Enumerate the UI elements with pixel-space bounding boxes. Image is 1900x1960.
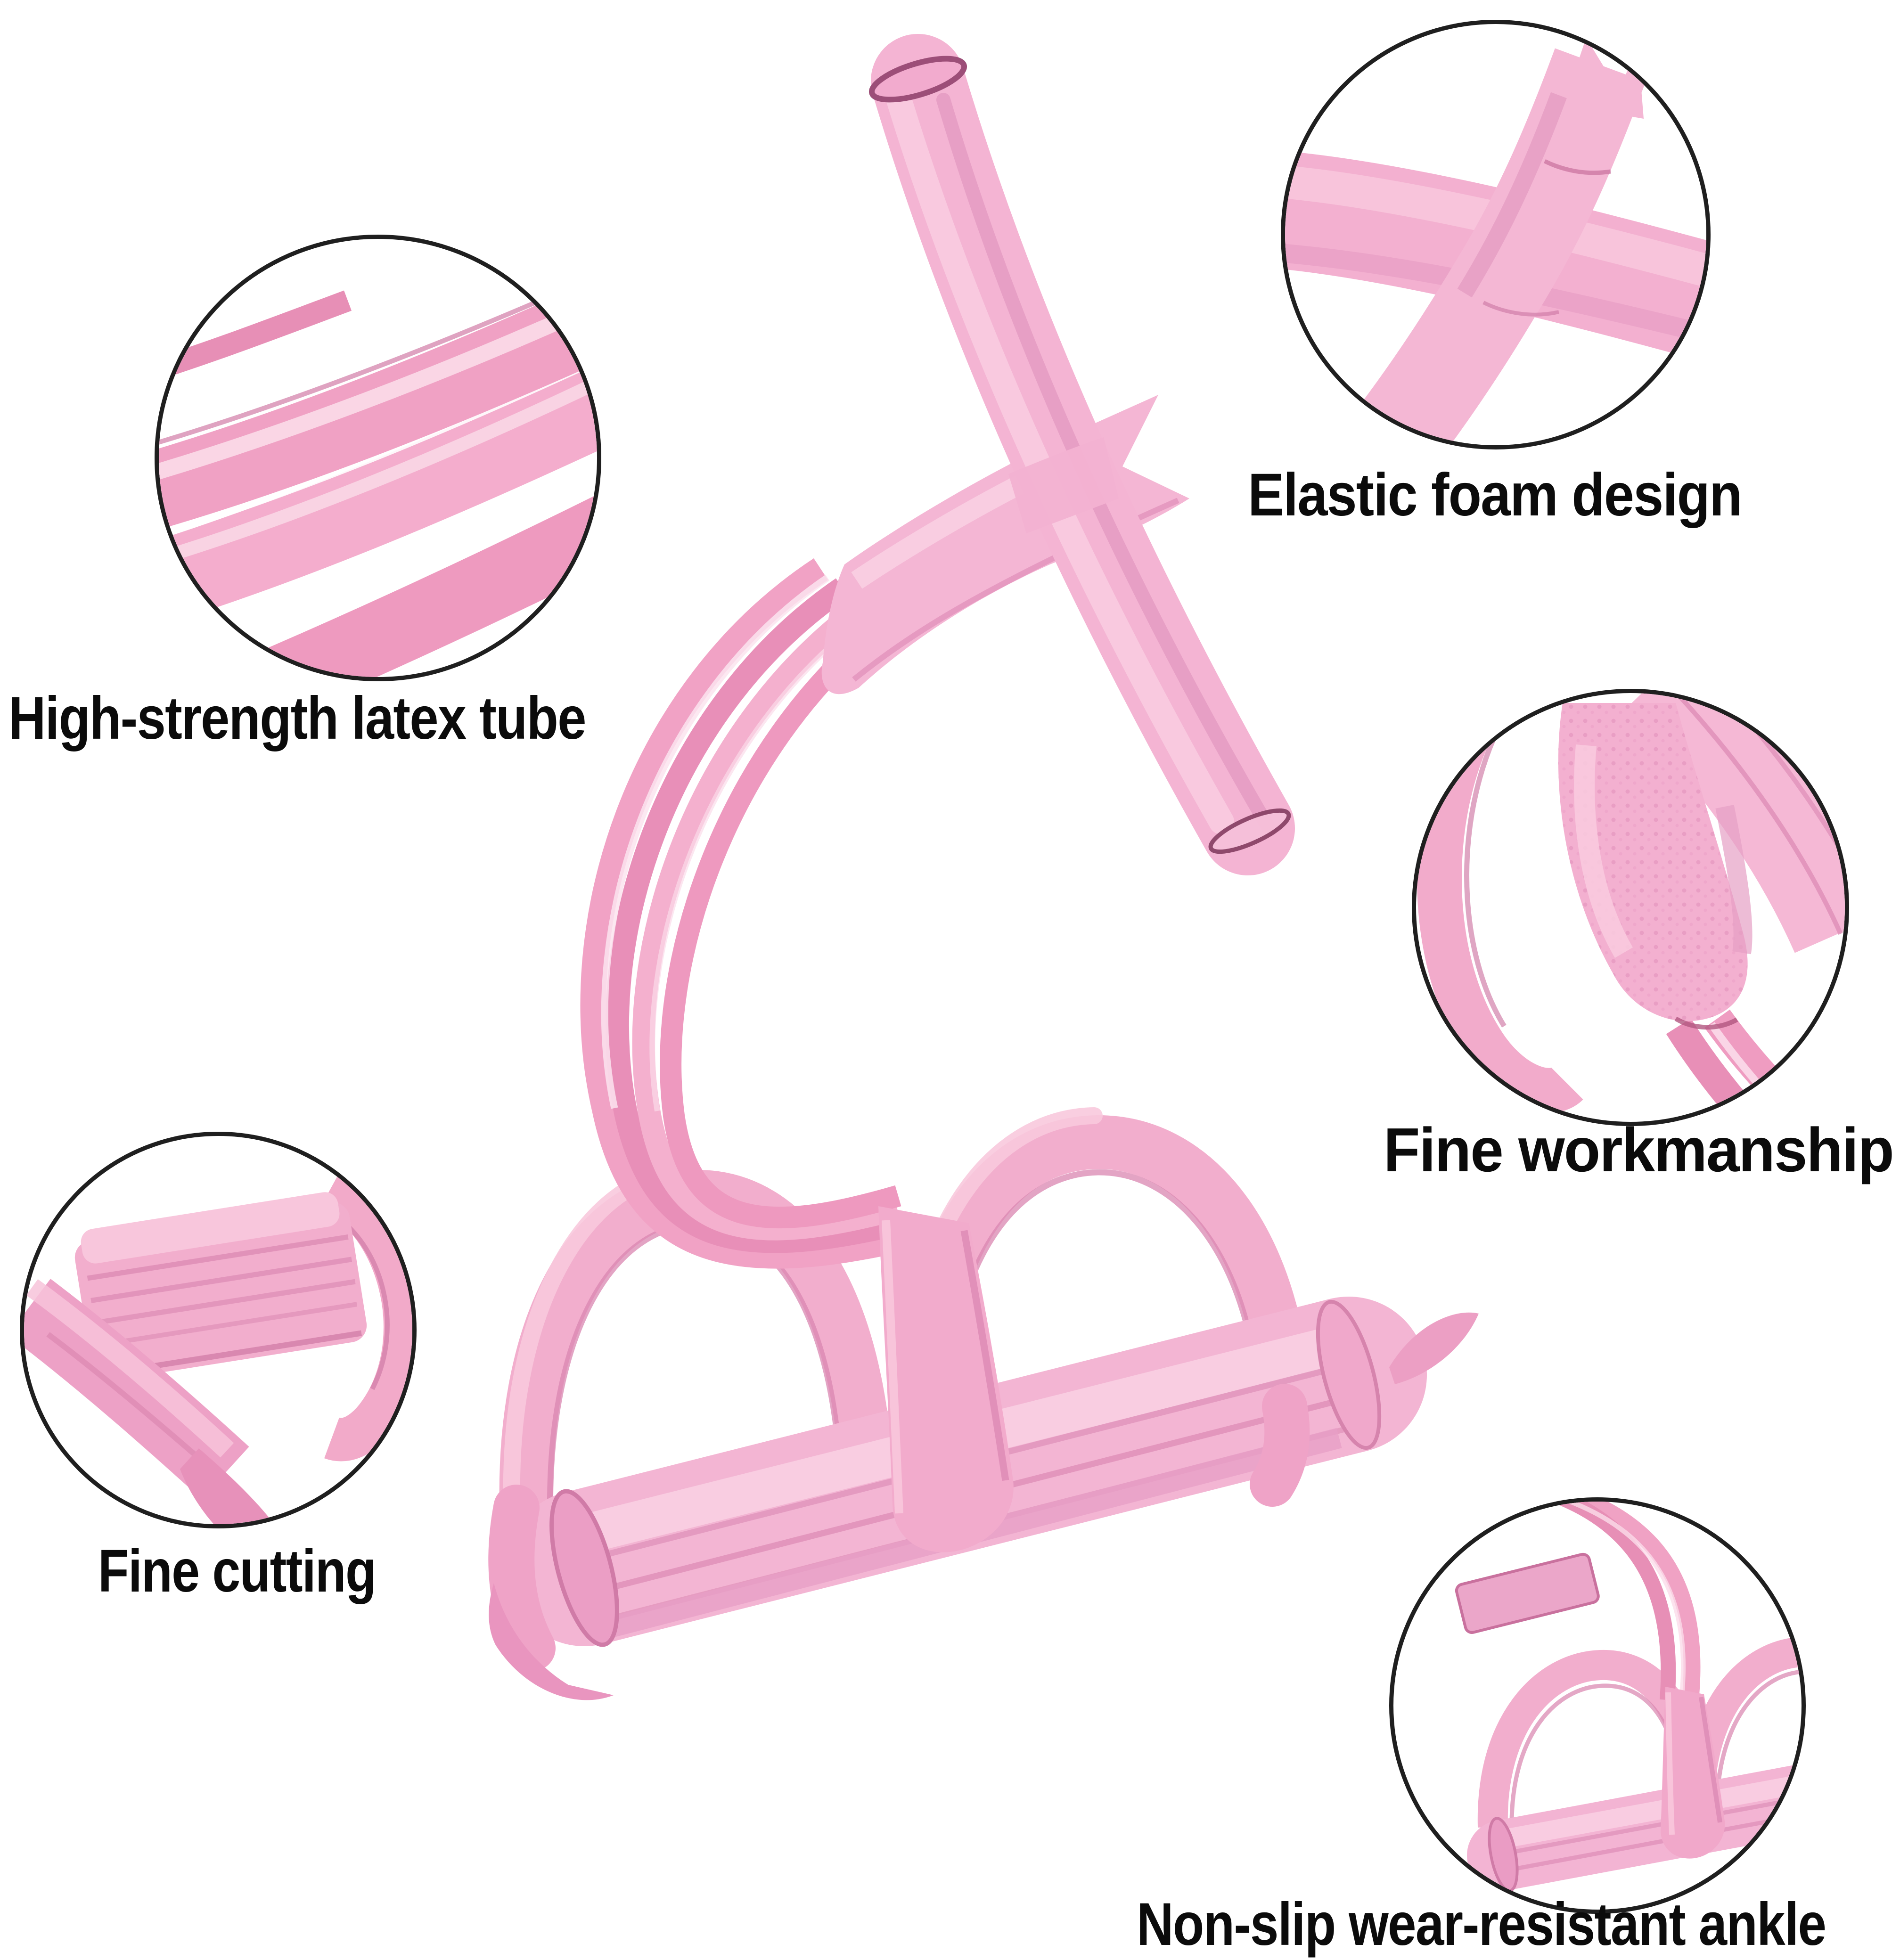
bar-right-strap-tab xyxy=(1389,1312,1479,1384)
pedal-straps xyxy=(488,1384,1310,1700)
callout-label-foam-design: Elastic foam design xyxy=(1248,461,1743,529)
foam-handle-closeup-image xyxy=(1285,38,1706,445)
cutting-closeup-circle xyxy=(20,1132,417,1528)
cutting-closeup-image xyxy=(24,1169,412,1524)
handle-tip-rim xyxy=(1208,808,1291,854)
workmanship-closeup-image xyxy=(1417,693,1845,1122)
latex-tube-bundle xyxy=(580,558,901,1269)
mini-strap-strip xyxy=(1455,1552,1600,1634)
callout-label-latex-tube: High-strength latex tube xyxy=(8,685,586,752)
workmanship-closeup-circle xyxy=(1412,689,1849,1126)
mini-bar-left-cap xyxy=(1488,1817,1519,1892)
callout-label-ankle: Non-slip wear-resistant ankle xyxy=(1137,1891,1826,1958)
bar-right-cap xyxy=(1316,1299,1382,1450)
latex-tube-closeup-image xyxy=(159,273,597,677)
callout-label-cutting: Fine cutting xyxy=(98,1537,377,1605)
handle-top-cap xyxy=(868,56,967,103)
ankle-closeup-circle xyxy=(1389,1497,1806,1914)
foam-handle xyxy=(868,34,1295,875)
tube-wedge-connector xyxy=(878,1206,1014,1552)
foam-handle-closeup-circle xyxy=(1281,20,1711,449)
ankle-closeup-image xyxy=(1455,1502,1802,1892)
bar-left-cap xyxy=(549,1489,619,1647)
sleeve-front-wrap xyxy=(1008,437,1119,533)
callout-label-workmanship: Fine workmanship xyxy=(1384,1115,1894,1184)
latex-tube-closeup-circle xyxy=(155,235,601,681)
pedal-foam-block xyxy=(74,1192,367,1381)
